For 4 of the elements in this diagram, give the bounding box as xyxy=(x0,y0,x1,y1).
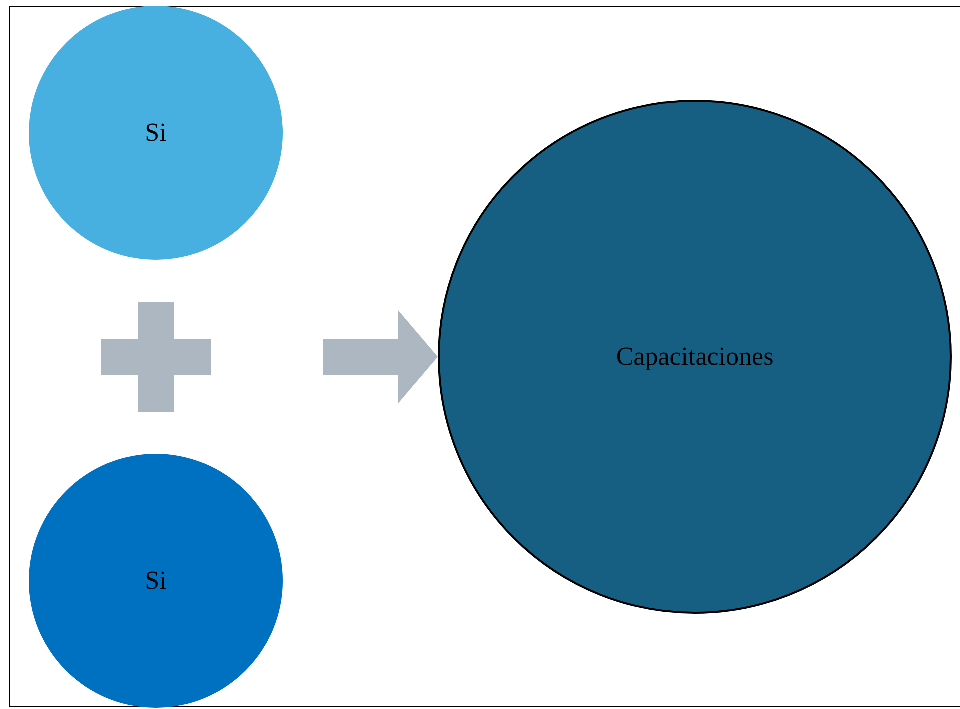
node-label: Capacitaciones xyxy=(616,342,774,372)
node-label: Si xyxy=(145,566,167,596)
block-arrow xyxy=(323,310,438,404)
node-label: Si xyxy=(145,118,167,148)
